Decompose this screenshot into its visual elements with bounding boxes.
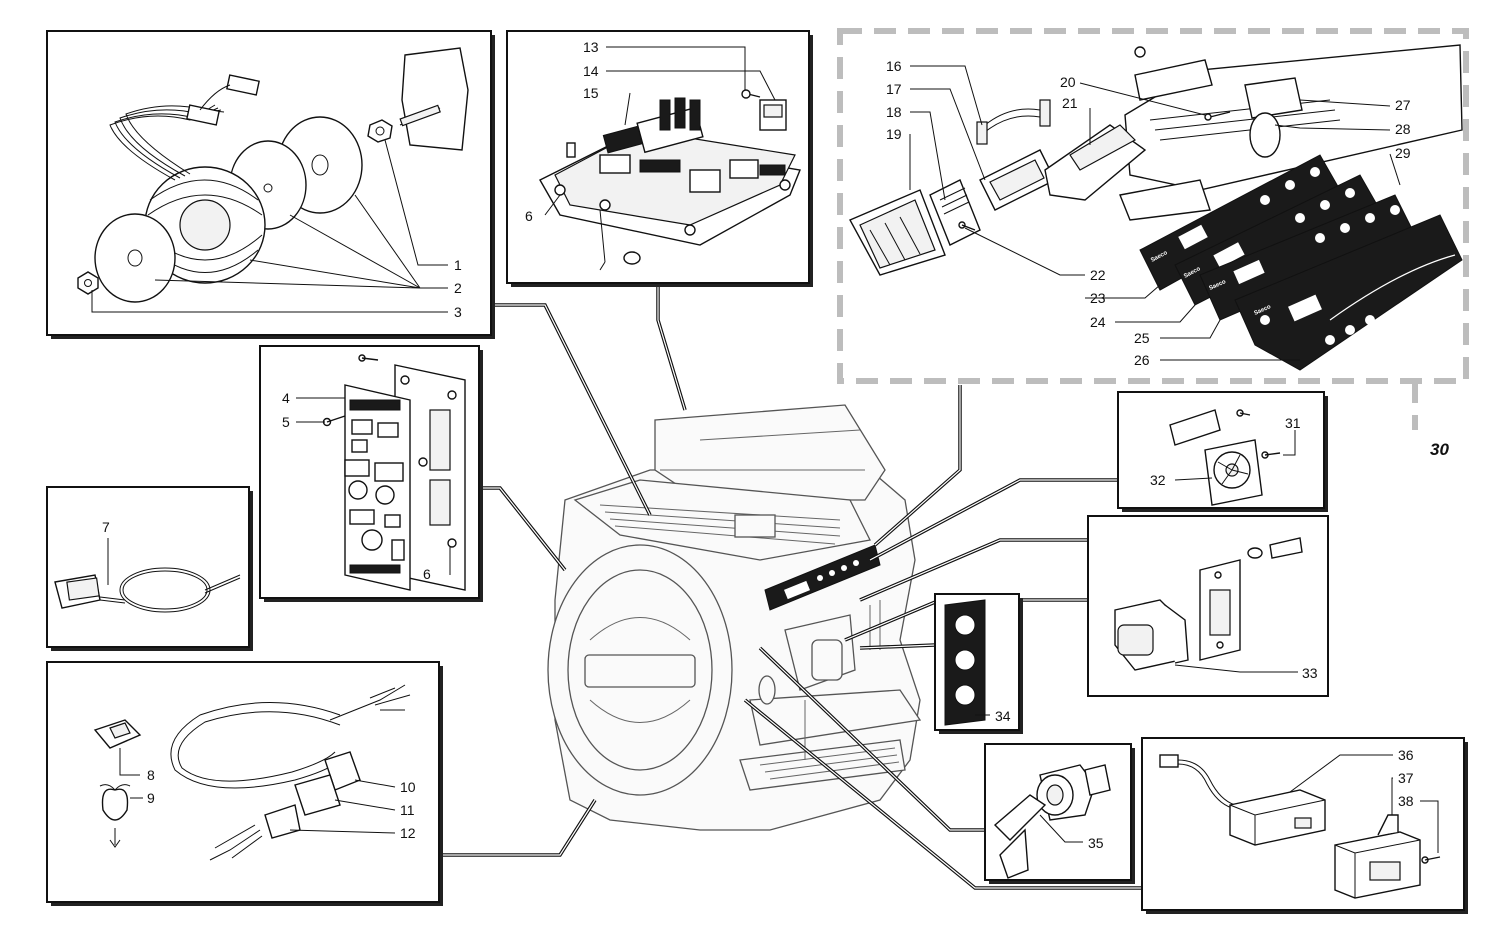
callout-3: 3 [454,304,462,320]
callout-19: 19 [886,126,902,142]
callout-33: 33 [1302,665,1318,681]
panel-fan: 31 32 [1117,391,1328,512]
callout-17: 17 [886,81,902,97]
panel-main-board: 13 14 15 6 [506,30,813,287]
callout-30: 30 [1430,440,1449,459]
panel-module: 36 37 38 [1141,737,1468,914]
callout-22: 22 [1090,267,1106,283]
panel-key-switch: 35 [984,743,1135,884]
callout-38: 38 [1398,793,1414,809]
callout-6a: 6 [525,208,533,224]
callout-20: 20 [1060,74,1076,90]
panel-power-cord: 8 9 10 11 12 [46,661,443,906]
coffee-machine-illustration [547,404,922,831]
callout-25: 25 [1134,330,1150,346]
panel-button-insert: 34 [934,593,1023,734]
callout-21: 21 [1062,95,1078,111]
callout-35: 35 [1088,835,1104,851]
panel-transformer: 1 2 3 [46,30,495,339]
callout-28: 28 [1395,121,1411,137]
callout-16: 16 [886,58,902,74]
callout-6b: 6 [423,566,431,582]
callout-34: 34 [995,708,1011,724]
callout-8: 8 [147,767,155,783]
callout-12: 12 [400,825,416,841]
callout-10: 10 [400,779,416,795]
callout-31: 31 [1285,415,1301,431]
callout-32: 32 [1150,472,1166,488]
wire-harness [109,74,260,181]
cup-warmer-grille [599,504,841,545]
power-board-components [344,399,405,574]
connector-lines [440,283,1145,890]
board-components [554,97,791,236]
callout-27: 27 [1395,97,1411,113]
callout-13: 13 [583,39,599,55]
callout-15: 15 [583,85,599,101]
callout-18: 18 [886,104,902,120]
callout-5: 5 [282,414,290,430]
callout-7: 7 [102,519,110,535]
callout-11: 11 [400,802,415,818]
panel-display-group: 30 [837,28,1469,459]
panel-power-board: 4 5 6 [259,345,483,602]
callout-37: 37 [1398,770,1414,786]
callout-2: 2 [454,280,462,296]
callout-1: 1 [454,257,462,273]
callout-36: 36 [1398,747,1414,763]
callout-23: 23 [1090,290,1106,306]
callout-29: 29 [1395,145,1411,161]
callout-26: 26 [1134,352,1150,368]
machine-control-panel [764,544,881,611]
front-panel-26: Saeco [1234,214,1463,371]
panel-cable: 7 [46,486,253,651]
callout-9: 9 [147,790,155,806]
callout-14: 14 [583,63,599,79]
panel-switch: 33 [1087,515,1329,697]
callout-24: 24 [1090,314,1106,330]
callout-4: 4 [282,390,290,406]
